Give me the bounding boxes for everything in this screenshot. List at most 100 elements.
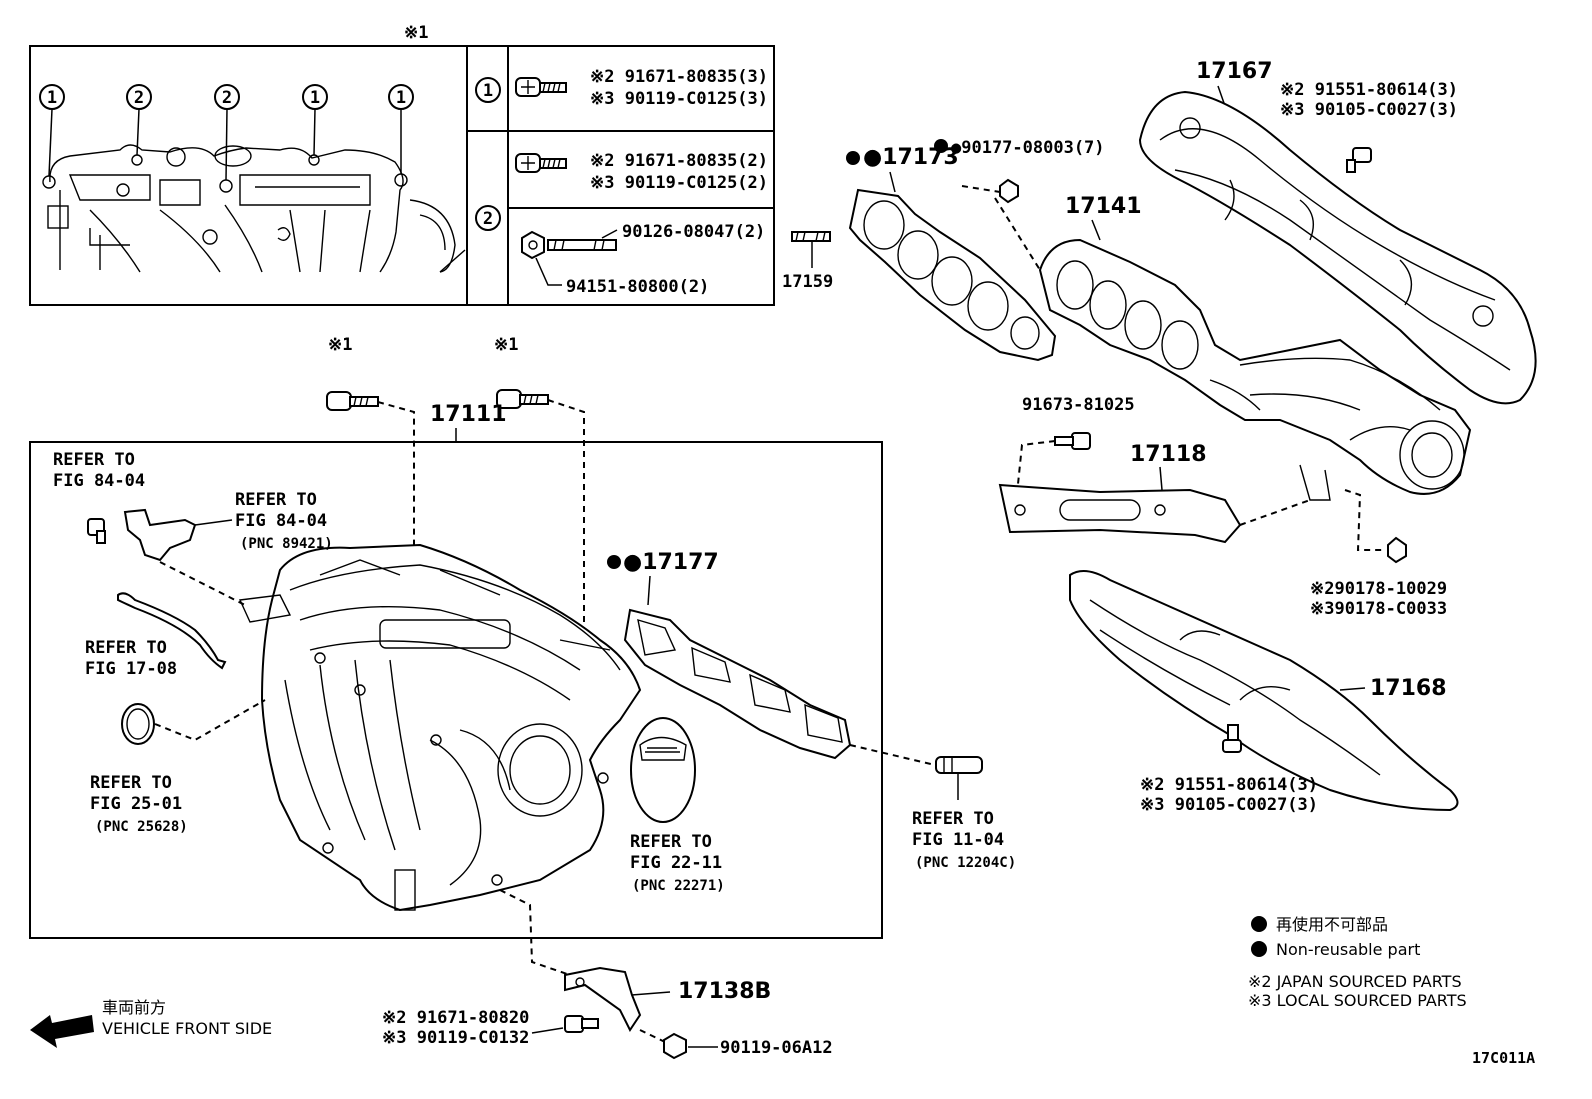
sensor-bolt-icon xyxy=(87,518,106,544)
svg-text:REFER TO: REFER TO xyxy=(53,450,135,470)
svg-text:1: 1 xyxy=(310,88,320,108)
inset-title: ※1 xyxy=(404,23,428,43)
svg-text:(PNC 89421): (PNC 89421) xyxy=(240,536,333,552)
legend: 再使用不可部品 Non-reusable part ※2 JAPAN SOURC… xyxy=(1248,915,1467,1010)
part-number-91671-japan: ※2 91671-80820 xyxy=(382,1008,529,1028)
insulator-bolt-icon xyxy=(1222,724,1242,753)
svg-text:94151-80800(2): 94151-80800(2) xyxy=(566,277,709,297)
svg-text:90126-08047(2): 90126-08047(2) xyxy=(622,222,765,242)
figure-id: 17C011A xyxy=(1472,1049,1535,1067)
inset-manifold-sketch xyxy=(42,144,466,273)
legend-local-sourced: ※3 LOCAL SOURCED PARTS xyxy=(1248,991,1467,1010)
exhaust-gasket-group: ●17173 ●90177-08003(7) 17159 xyxy=(782,138,1105,362)
vsv-bracket xyxy=(123,508,197,562)
svg-text:※2 91671-80835(2): ※2 91671-80835(2) xyxy=(590,151,768,171)
svg-text:※3 90119-C0125(3): ※3 90119-C0125(3) xyxy=(590,89,768,109)
svg-text:1: 1 xyxy=(47,88,57,108)
svg-text:FIG 17-08: FIG 17-08 xyxy=(85,659,177,679)
part-number-17168-local: ※3 90105-C0027(3) xyxy=(1140,795,1318,815)
part-number-17167-local: ※3 90105-C0027(3) xyxy=(1280,100,1458,120)
svg-text:2: 2 xyxy=(134,88,144,108)
part-number-17167-japan: ※2 91551-80614(3) xyxy=(1280,80,1458,100)
inset-row-1: 1 ※2 91671-80835(3) ※3 90119-C0125(3) xyxy=(475,67,768,109)
svg-text:REFER TO: REFER TO xyxy=(630,832,712,852)
part-number-90178-local: ※390178-C0033 xyxy=(1310,599,1447,619)
intake-manifold-group: ※1 ※1 17111 xyxy=(29,335,883,939)
bolt-callout-right: ※1 xyxy=(494,335,518,355)
o-ring-refer: REFER TO FIG 25-01 (PNC 25628) xyxy=(90,699,266,835)
pcv-plug-refer: REFER TO FIG 11-04 (PNC 12204C) xyxy=(849,744,1016,871)
svg-text:FIG 84-04: FIG 84-04 xyxy=(235,511,327,531)
stay-bolt-icon xyxy=(564,1015,599,1033)
throttle-gasket-refer: REFER TO FIG 22-11 (PNC 22271) xyxy=(630,717,725,894)
stay-bolt-icon xyxy=(663,1032,687,1060)
exhaust-nut xyxy=(999,178,1019,204)
svg-text:2: 2 xyxy=(222,88,232,108)
exhaust-manifold-gasket xyxy=(848,188,1057,362)
hose-refer: REFER TO FIG 17-08 xyxy=(85,592,227,679)
svg-text:REFER TO: REFER TO xyxy=(90,773,172,793)
part-number-91671-local: ※3 90119-C0132 xyxy=(382,1028,529,1048)
intake-bolt-icon xyxy=(326,391,379,411)
svg-text:FIG 11-04: FIG 11-04 xyxy=(912,830,1004,850)
intake-manifold-body xyxy=(238,543,642,912)
svg-text:※2 91671-80835(3): ※2 91671-80835(3) xyxy=(590,67,768,87)
part-number-17138b: 17138B xyxy=(678,979,771,1004)
intake-manifold-gasket: ●17177 xyxy=(607,550,852,760)
part-number-17141: 17141 xyxy=(1065,194,1142,219)
flange-bolt-icon xyxy=(515,77,567,97)
part-number-91673: 91673-81025 xyxy=(1022,395,1135,415)
svg-text:1: 1 xyxy=(483,81,493,101)
svg-text:REFER TO: REFER TO xyxy=(235,490,317,510)
part-number-17167: 17167 xyxy=(1196,59,1273,84)
inset-position-marker: 2 xyxy=(214,84,240,181)
inset-position-marker: 1 xyxy=(388,84,414,174)
inset-row-2: 2 ※2 91671-80835(2) ※3 90119-C0125(2) 90… xyxy=(475,151,768,297)
legend-nonreusable-jp: 再使用不可部品 xyxy=(1276,915,1388,934)
intake-sensor-refer: REFER TO FIG 84-04 REFER TO FIG 84-04 (P… xyxy=(53,450,333,606)
flange-bolt-icon xyxy=(515,153,567,173)
svg-text:FIG 84-04: FIG 84-04 xyxy=(53,471,145,491)
svg-text:1: 1 xyxy=(396,88,406,108)
exhaust-manifold: 17141 xyxy=(1038,194,1472,501)
part-number-17168-japan: ※2 91551-80614(3) xyxy=(1140,775,1318,795)
lower-heat-insulator: 17168 ※2 91551-80614(3) ※3 90105-C0027(3… xyxy=(1069,570,1459,815)
bracket-bolt-icon xyxy=(1054,432,1091,450)
svg-text:※3 90119-C0125(2): ※3 90119-C0125(2) xyxy=(590,173,768,193)
part-number-90177: ●90177-08003(7) xyxy=(951,138,1105,158)
svg-text:REFER TO: REFER TO xyxy=(85,638,167,658)
upper-heat-insulator: 17167 ※2 91551-80614(3) ※3 90105-C0027(3… xyxy=(1138,59,1537,405)
stud-17159: 17159 xyxy=(782,231,833,292)
part-number-90119: 90119-06A12 xyxy=(720,1038,833,1058)
svg-text:(PNC 12204C): (PNC 12204C) xyxy=(915,855,1016,871)
part-number-17168: 17168 xyxy=(1370,676,1447,701)
legend-japan-sourced: ※2 JAPAN SOURCED PARTS xyxy=(1248,972,1462,991)
part-number-90178-japan: ※290178-10029 xyxy=(1310,579,1447,599)
svg-text:2: 2 xyxy=(483,209,493,229)
nut-icon xyxy=(521,230,562,286)
stud-icon xyxy=(547,229,618,251)
inset-position-marker: 2 xyxy=(126,84,152,156)
intake-bolt-icon xyxy=(496,389,549,409)
svg-text:REFER TO: REFER TO xyxy=(912,809,994,829)
svg-text:FIG 22-11: FIG 22-11 xyxy=(630,853,722,873)
insulator-bolt-icon xyxy=(1346,147,1372,173)
legend-nonreusable-en: Non-reusable part xyxy=(1276,940,1420,959)
arrow-left-icon xyxy=(30,1015,94,1048)
vehicle-front-indicator: 車両前方 VEHICLE FRONT SIDE xyxy=(30,998,272,1048)
bolt-callout-left: ※1 xyxy=(328,335,352,355)
svg-text:VEHICLE FRONT SIDE: VEHICLE FRONT SIDE xyxy=(102,1019,272,1038)
inset-position-marker: 1 xyxy=(39,84,65,177)
inset-fastener-detail: ※1 xyxy=(29,23,775,306)
svg-text:(PNC 22271): (PNC 22271) xyxy=(632,878,725,894)
part-number-17177: ●17177 xyxy=(623,550,719,575)
intake-stay-bracket: 17138B ※2 91671-80820 ※3 90119-C0132 901… xyxy=(382,889,833,1060)
inset-position-marker: 1 xyxy=(302,84,328,156)
svg-text:FIG 25-01: FIG 25-01 xyxy=(90,794,182,814)
part-number-17159: 17159 xyxy=(782,272,833,292)
svg-text:(PNC 25628): (PNC 25628) xyxy=(95,819,188,835)
part-number-17111: 17111 xyxy=(430,402,507,427)
part-number-17118: 17118 xyxy=(1130,442,1207,467)
manifold-stay-bracket: 91673-81025 17118 ※290178-10029 ※390178-… xyxy=(998,395,1447,619)
